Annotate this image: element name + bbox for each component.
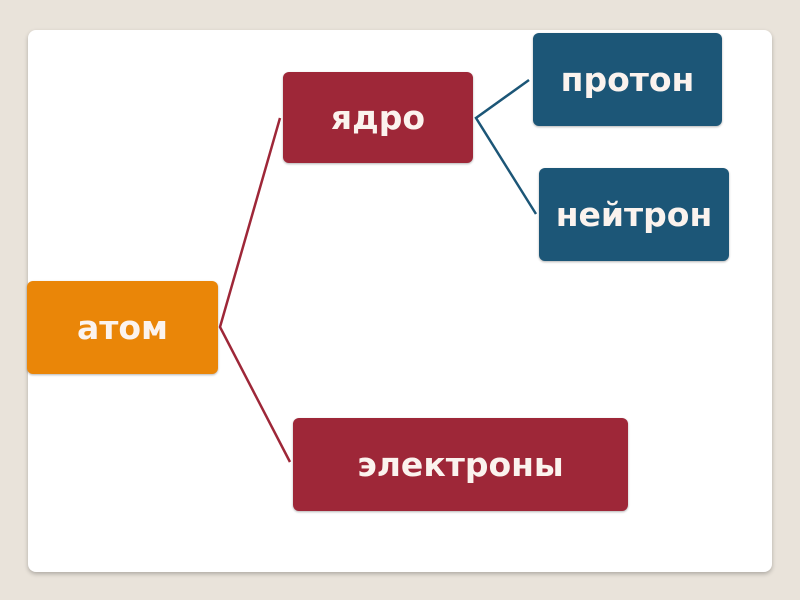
connector-atom-branches <box>218 117 292 463</box>
node-electrons: электроны <box>293 418 628 511</box>
node-label: нейтрон <box>555 195 713 234</box>
connector-nucleus-branches <box>474 78 538 215</box>
node-label: ядро <box>330 98 426 137</box>
node-atom: атом <box>27 281 218 374</box>
node-neutron: нейтрон <box>539 168 729 261</box>
node-label: электроны <box>357 445 564 484</box>
node-proton: протон <box>533 33 722 126</box>
node-label: протон <box>560 60 695 99</box>
node-label: атом <box>76 308 169 347</box>
node-nucleus: ядро <box>283 72 473 163</box>
